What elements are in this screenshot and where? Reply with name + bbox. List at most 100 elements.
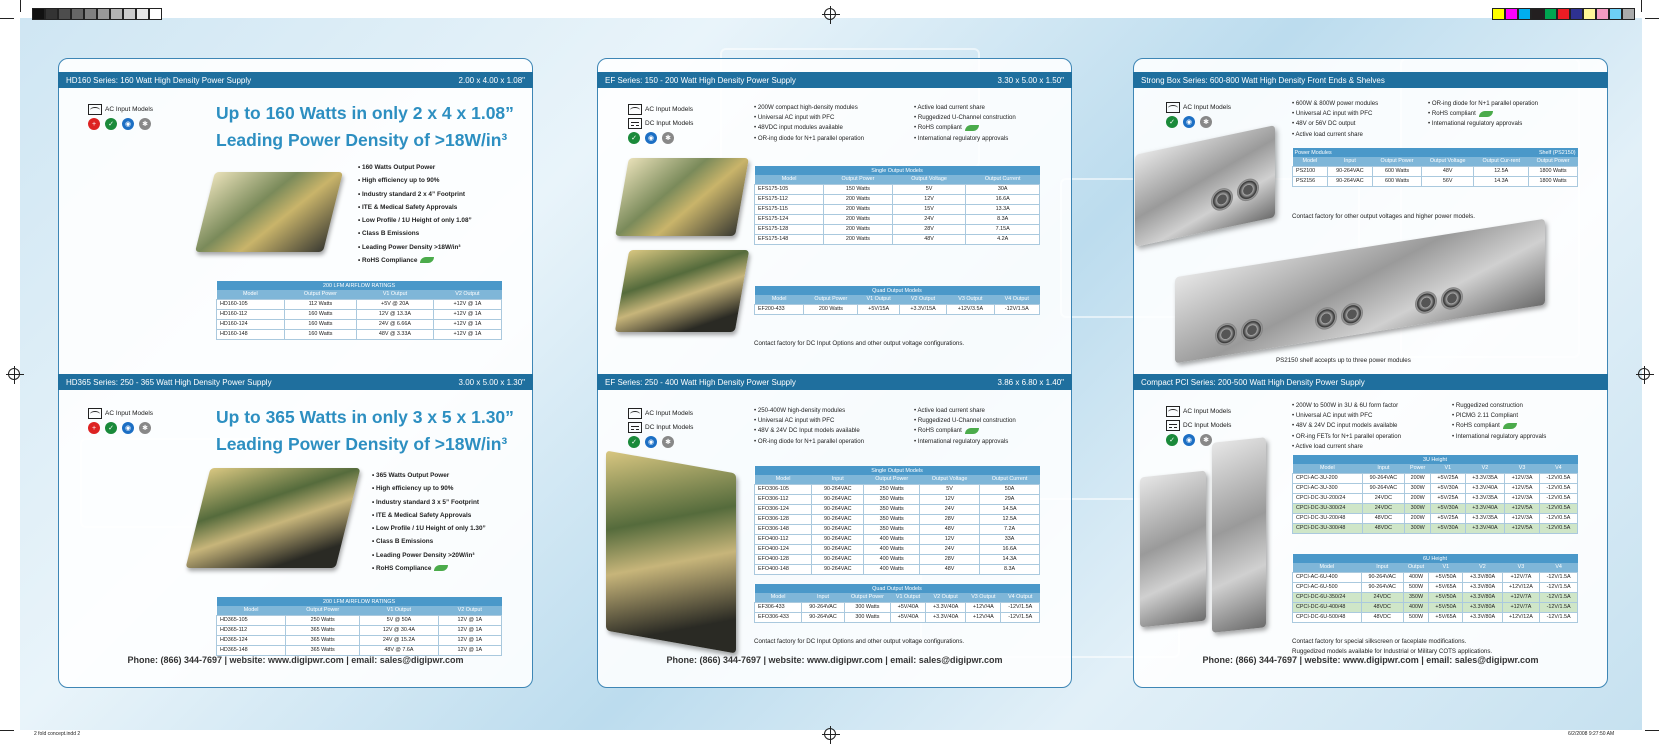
cpci-feature-list: • 200W to 500W in 3U & 6U form factor• U… [1292,401,1592,455]
table-cell: 90-264VAC [801,611,845,623]
feature-bullet-text: • Ruggedized U-Channel construction [914,417,1016,425]
table-header-cell: V4 [1539,464,1578,473]
table-header-cell: V4 Output [1000,593,1040,602]
feature-bullet-text: • International regulatory approvals [1428,120,1523,128]
table-caption: Quad Output Models [754,286,1040,295]
table-cell: -12V/0.5A [1538,472,1579,484]
feature-bullet-text: • OR-ing diode for N+1 parallel operatio… [754,437,865,445]
table-cell: HD160-105 [216,298,285,310]
table-header-cell: V2 [1462,563,1503,572]
table-cell: 90-264VAC [811,543,865,555]
feature-bullet: • 200W to 500W in 3U & 6U form factor [1292,401,1442,411]
table-cell: 14.3A [979,553,1040,565]
table-cell: +3.3V/40A [1464,502,1506,514]
ite-approval-icon: + [88,422,100,434]
table-cell: HD365-105 [215,614,287,626]
ef200-features-right: • Active load current share• Ruggedized … [914,103,1064,144]
strongbox-note: Contact factory for other output voltage… [1292,213,1475,220]
feature-bullet: • Ruggedized U-Channel construction [914,416,1064,426]
table-caption-row: 200 LFM AIRFLOW RATINGS [216,281,502,290]
strongbox-feature-list: • 600W & 800W power modules• Universal A… [1292,99,1592,143]
feature-bullet-text: • Active load current share [1292,130,1363,138]
feature-bullet: • Leading Power Density >20W/in³ [372,549,486,562]
table-cell: +5V/50A [1428,571,1464,583]
feature-bullet-text: • OR-ing FETs for N+1 parallel operation [1292,432,1401,440]
feature-bullet: • High efficiency up to 90% [372,482,486,495]
table-header-cell: Model [1292,563,1362,572]
color-swatch [1505,8,1518,20]
table-cell: 24V [919,503,981,515]
table-cell: +12V @ 1A [432,308,503,320]
table-caption: Shelf (PS2150) [1421,148,1578,157]
table-cell: +12V/7A [1501,601,1541,613]
table-cell: 48V [919,523,981,535]
rohs-leaf-icon [964,124,979,131]
table-cell: EFS175-105 [753,183,825,195]
feature-bullet: • Active load current share [1292,442,1442,452]
color-swatch [58,8,71,20]
table-cell: -12V/0.5A [1538,492,1579,504]
feature-bullet-text: • 200W compact high-density modules [754,104,858,111]
color-swatch [1609,8,1622,20]
table-cell: +12V/12A [1501,581,1541,593]
table-cell: 350 Watts [863,493,921,505]
table-header-cell: Output Current [965,175,1040,184]
table-cell: EFO306-128 [753,513,813,525]
feature-bullet-text: • 48VDC input modules available [754,124,843,132]
table-cell: 90-264VAC [811,483,865,495]
footer-contact-3: Phone: (866) 344-7697 | website: www.dig… [1202,655,1539,665]
feature-bullet-text: • Ruggedized U-Channel construction [914,114,1016,122]
table-cell: PS2100 [1292,165,1328,177]
table-cell: 200 Watts [823,203,893,215]
feature-bullet: • Universal AC input with PFC [1292,411,1442,421]
table-cell: 90-264VAC [811,523,865,535]
medical-approval-icon: ✓ [1166,116,1178,128]
feature-bullet-text: • International regulatory approvals [914,134,1009,142]
table-caption: 3U Height [1292,455,1578,464]
feature-bullet: • Universal AC input with PFC [1292,109,1442,119]
feature-bullet: • PICMG 2.11 Compliant [1452,411,1602,421]
table-cell: 200W [1404,472,1432,484]
feature-bullet: • OR-ing diode for N+1 parallel operatio… [754,437,904,447]
table-cell: 12V @ 30.4A [359,624,439,636]
color-swatch [1531,8,1544,20]
table-cell: 24VDC [1360,591,1404,603]
table-cell: 90-264VAC [811,533,865,545]
table-cell: -12V/1.5A [1000,601,1040,613]
table-cell: -12V/0.5A [1538,522,1579,534]
ps2150-shelf-caption: PS2150 shelf accepts up to three power m… [1276,357,1411,364]
table-cell: 7.2A [979,523,1040,535]
certification-gear-icon: ✱ [139,118,151,130]
table-cell: CPCI-DC-6U-350/24 [1292,591,1362,603]
color-swatch [1583,8,1596,20]
table-cell: 250 Watts [285,614,361,626]
feature-bullet: • Active load current share [1292,130,1442,140]
table-cell: 48V @ 3.33A [356,328,434,340]
table-cell: +3.3V/80A [1462,571,1503,583]
feature-bullet-text: • 48V or 56V DC output [1292,120,1356,128]
table-cell: 90-264VAC [1360,581,1404,593]
feature-bullet-text: • High efficiency up to 90% [372,485,454,493]
table-header-cell: V4 [1539,563,1578,572]
ac-input-label: AC Input Models [1183,104,1232,111]
table-header-cell: Model [754,295,804,304]
hd365-title: HD365 Series: 250 - 365 Watt High Densit… [66,377,272,387]
table-cell: +12V @ 1A [432,318,503,330]
table-cell: 200 Watts [823,193,893,205]
hd365-dimensions: 3.00 x 5.00 x 1.30" [458,377,525,387]
table-cell: 48V [1420,165,1475,177]
table-header-cell: Model [754,175,824,184]
table-header-cell: Input [811,475,864,484]
rohs-leaf-icon [1502,422,1517,429]
ac-input-icon [628,104,642,115]
cpci-features-left: • 200W to 500W in 3U & 6U form factor• U… [1292,401,1442,452]
